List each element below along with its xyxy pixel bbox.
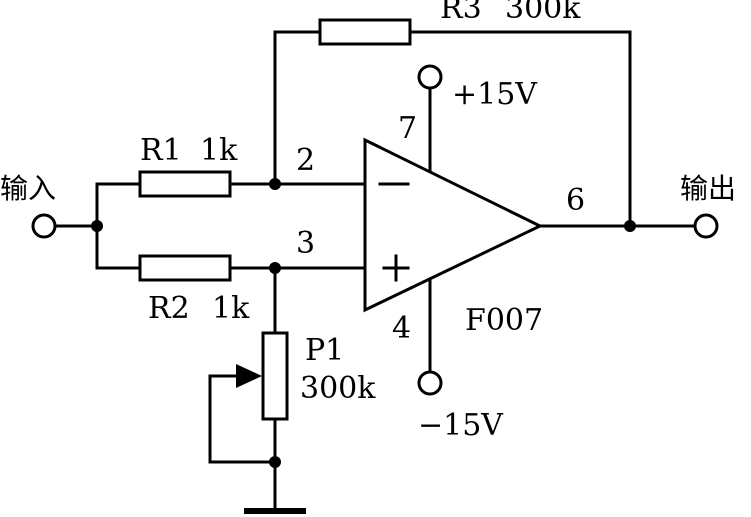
p1-potentiometer (261, 331, 289, 421)
output-junction-dot (624, 220, 636, 232)
p1-name: P1 (305, 333, 344, 368)
negative-supply-terminal (417, 370, 443, 396)
p1-wiper-arrow (236, 364, 262, 388)
positive-supply-terminal (417, 64, 443, 90)
pin-3-label: 3 (296, 226, 315, 261)
r2-value: 1k (212, 291, 250, 326)
r3-resistor (318, 18, 412, 46)
output-label: 输出 (680, 172, 736, 205)
r3-name: R3 (440, 0, 482, 26)
p1-wiper-wire (208, 374, 277, 464)
r3-value: 300k (505, 0, 581, 26)
pin-6-label: 6 (566, 183, 585, 218)
p1-value: 300k (300, 371, 376, 406)
pin-7-label: 7 (398, 111, 417, 146)
input-terminal (31, 213, 57, 239)
r2-resistor (138, 254, 232, 282)
negative-supply-label: −15V (418, 408, 504, 443)
r1-value: 1k (200, 133, 238, 168)
opamp-model: F007 (465, 303, 543, 338)
r1-name: R1 (140, 133, 182, 168)
opamp-triangle (363, 137, 544, 313)
r1-resistor (138, 170, 232, 198)
r2-name: R2 (148, 291, 190, 326)
input-label: 输入 (0, 172, 56, 205)
pin-4-label: 4 (392, 311, 411, 346)
positive-supply-label: +15V (452, 77, 538, 112)
pin-2-label: 2 (296, 143, 315, 178)
output-terminal (693, 213, 719, 239)
